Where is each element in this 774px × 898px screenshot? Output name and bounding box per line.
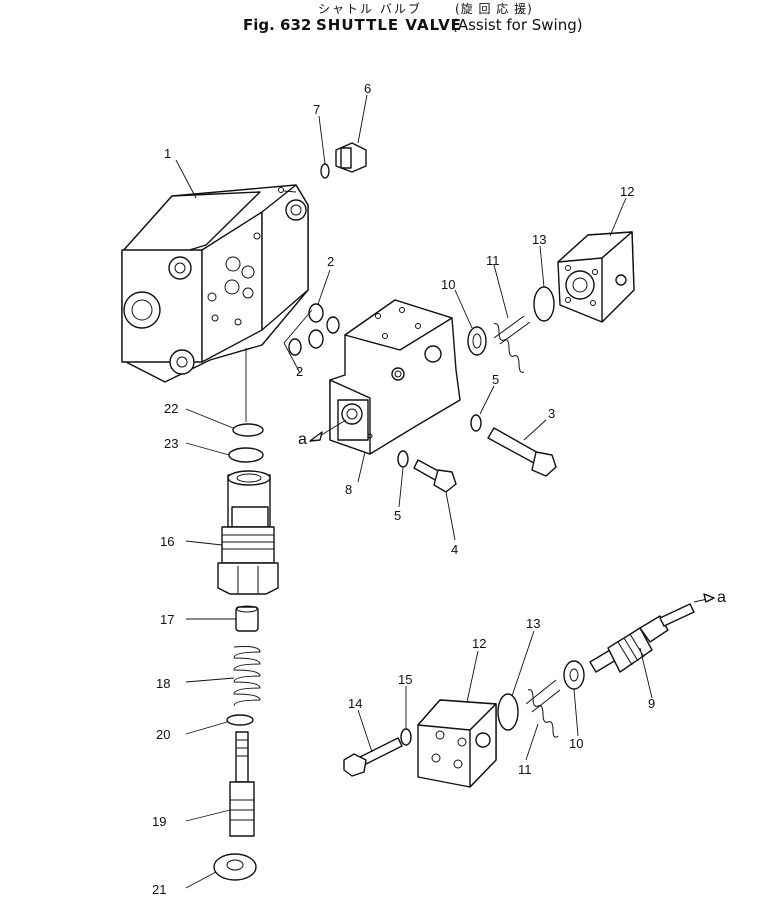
valve-body-part-1 [121,184,309,383]
callout-15: 15 [398,672,412,687]
callout-13-upper: 13 [532,232,546,247]
callout-2-top: 2 [327,254,334,269]
callout-17: 17 [160,612,174,627]
callout-23: 23 [164,436,178,451]
bolt-part-14 [343,737,403,777]
bolt-part-4 [413,459,457,493]
o-ring-part-20 [226,714,254,726]
callout-13-lower: 13 [526,616,540,631]
callout-labels: 1 2 2 3 4 5 5 6 7 8 9 10 10 11 11 12 12 … [152,81,726,897]
o-ring-part-23 [228,447,264,463]
cover-part-12-upper [557,231,635,323]
spring-part-18 [233,646,261,707]
callout-6: 6 [364,81,371,96]
callout-4: 4 [451,542,458,557]
callout-2-bottom: 2 [296,364,303,379]
callout-11-lower: 11 [518,762,532,777]
poppet-part-19 [229,731,255,837]
callout-5-right: 5 [492,372,499,387]
washer-part-5-right [470,414,482,432]
callout-7: 7 [313,102,320,117]
washer-part-21 [213,853,257,881]
o-ring-part-13-upper [533,286,555,322]
spring-seat-part-10-upper [467,326,487,356]
callout-14: 14 [348,696,362,711]
spring-seat-part-10-lower [563,660,585,690]
flow-mark-a-left: a [298,431,307,448]
cover-part-12-lower [417,699,497,788]
washer-part-15 [400,728,412,746]
callout-16: 16 [160,534,174,549]
callout-12-upper: 12 [620,184,634,199]
o-ring-part-7 [320,163,330,179]
spring-part-11-upper [493,315,531,373]
callout-8: 8 [345,482,352,497]
callout-22: 22 [164,401,178,416]
callout-5-lower: 5 [394,508,401,523]
o-ring-part-22 [232,423,264,437]
callout-11-upper: 11 [486,253,500,268]
callout-21: 21 [152,882,166,897]
callout-12-lower: 12 [472,636,486,651]
o-ring-part-13-lower [497,693,519,731]
figure-subtitle: (Assist for Swing) [452,16,583,34]
callout-19: 19 [152,814,166,829]
valve-cartridge-part-16 [217,470,279,595]
figure-title: SHUTTLE VALVE [316,16,462,34]
callout-20: 20 [156,727,170,742]
washer-part-5-lower [397,450,409,468]
title-kanji: (旋 回 応 援) [455,2,533,16]
callout-10-upper: 10 [441,277,455,292]
spool-part-9 [589,603,695,673]
bolt-part-3 [487,427,557,477]
plug-part-6 [335,142,367,173]
piston-part-17 [235,605,259,632]
callout-3: 3 [548,406,555,421]
leader-lines [175,94,715,889]
spring-part-11-lower [525,679,561,738]
o-rings-part-2 [283,303,340,374]
callout-18: 18 [156,676,170,691]
callout-10-lower: 10 [569,736,583,751]
title-katakana: シャトル バルブ [318,2,422,16]
figure-number: Fig. 632 [243,16,312,34]
shuttle-block-part-8 [329,299,461,455]
flow-mark-a-right: a [717,589,726,606]
callout-9: 9 [648,696,655,711]
callout-1: 1 [164,146,171,161]
